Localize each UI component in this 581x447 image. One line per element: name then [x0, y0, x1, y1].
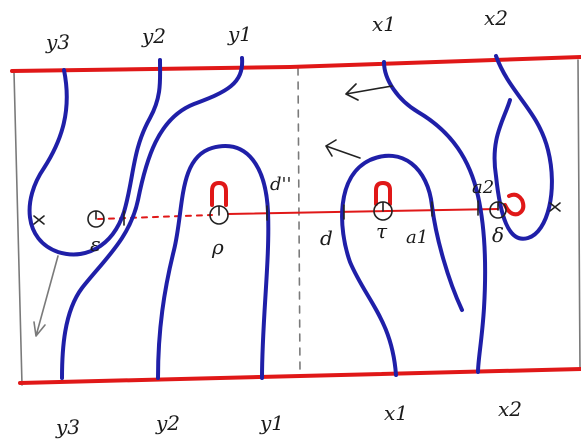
- frame-right-edge: [577, 59, 581, 371]
- marked-points: [87, 201, 507, 228]
- label-a2: a2: [472, 177, 494, 198]
- frame-center-divider: [297, 67, 301, 373]
- strand-x2: [492, 54, 554, 241]
- top-label-x2: x2: [484, 6, 508, 30]
- label-a1: a1: [406, 227, 428, 248]
- tick-left-edge: [33, 215, 45, 225]
- red-arc-solid: [227, 208, 499, 215]
- strand-x-mid: [340, 153, 464, 377]
- label-epsilon: ε: [90, 232, 101, 256]
- red-loop-delta: [503, 192, 526, 217]
- label-d: d: [320, 226, 333, 250]
- crossing-ticks: [33, 200, 561, 226]
- strand-y2: [60, 56, 245, 380]
- bottom-label-y3: y3: [55, 415, 80, 439]
- tick-right-edge: [549, 202, 561, 212]
- arrow-top-right: [345, 83, 393, 101]
- bottom-label-y1: y1: [259, 411, 284, 435]
- strand-y1: [156, 144, 271, 380]
- label-tau: τ: [376, 219, 388, 243]
- strand-x1: [382, 60, 488, 374]
- top-label-y2: y2: [141, 24, 166, 48]
- strand-y3: [27, 58, 163, 257]
- arrow-left-down: [33, 255, 59, 337]
- frame-left-edge: [13, 71, 23, 386]
- red-loop-tau: [374, 180, 392, 206]
- bottom-label-x2: x2: [498, 397, 522, 421]
- label-delta: δ: [492, 223, 504, 247]
- label-rho: ρ: [211, 235, 224, 259]
- red-loop-rho: [210, 180, 228, 207]
- bottom-boundary-line: [18, 367, 581, 385]
- bottom-label-y2: y2: [155, 411, 180, 435]
- bottom-label-x1: x1: [384, 401, 408, 425]
- arrow-middle: [325, 139, 361, 159]
- top-label-y1: y1: [227, 22, 252, 46]
- blue-strands: [27, 54, 554, 380]
- label-d-double-prime: d'': [270, 174, 291, 195]
- red-arc-dotted: [97, 214, 213, 220]
- frame: [13, 59, 581, 386]
- top-boundary-line: [10, 55, 581, 73]
- top-label-y3: y3: [45, 30, 70, 54]
- top-label-x1: x1: [372, 12, 396, 36]
